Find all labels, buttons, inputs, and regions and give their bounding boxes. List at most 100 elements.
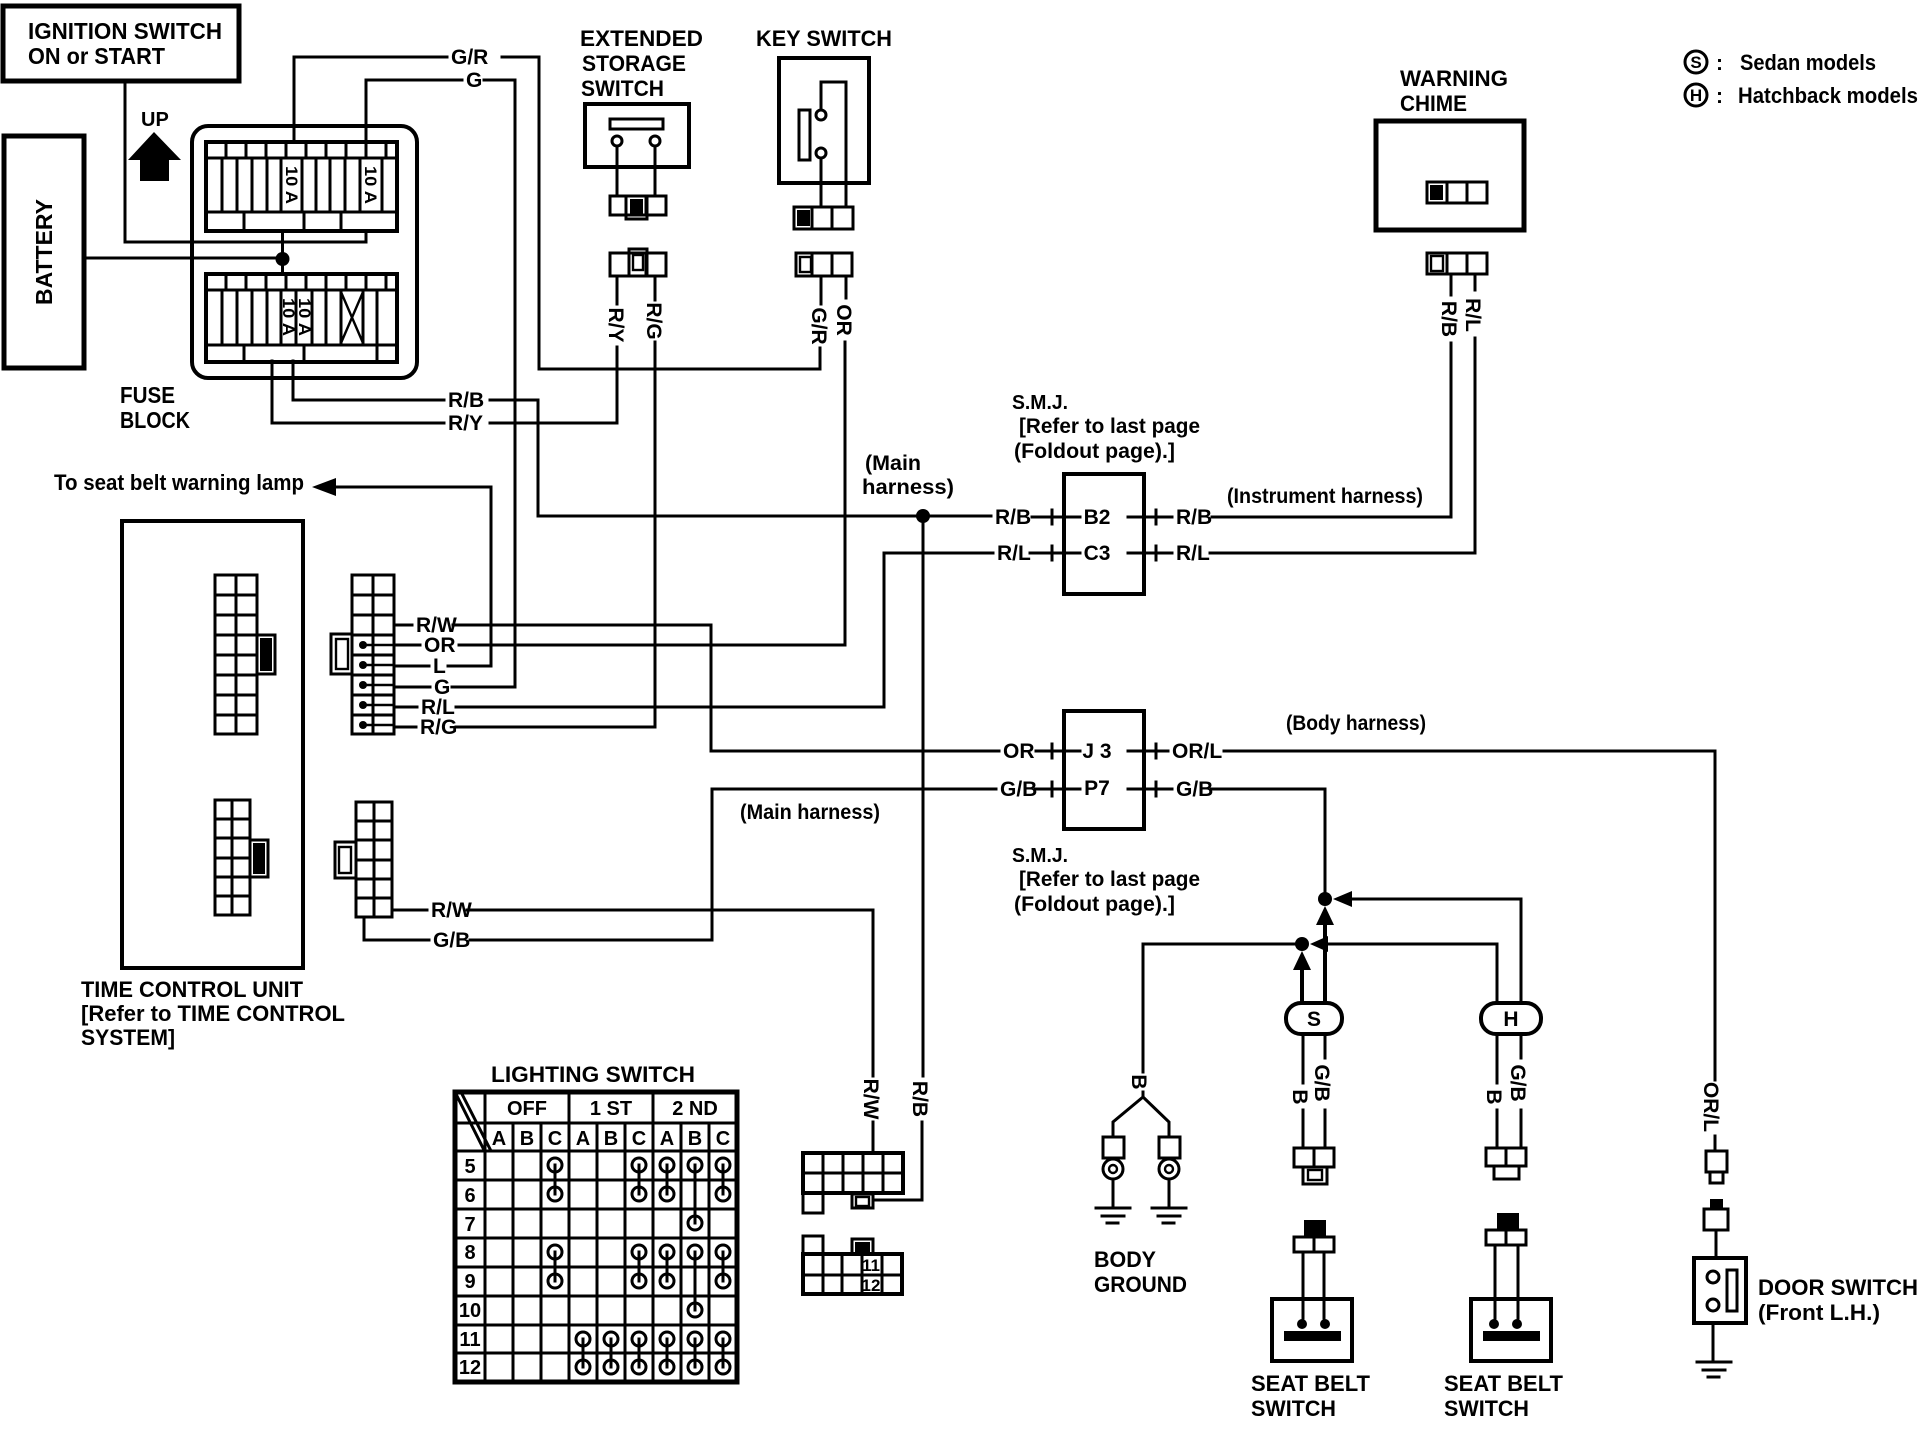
svg-text:1 ST: 1 ST xyxy=(590,1098,632,1120)
svg-text:R/W: R/W xyxy=(416,614,457,637)
svg-text:C: C xyxy=(716,1128,730,1150)
svg-text:BATTERY: BATTERY xyxy=(31,199,57,305)
svg-text:KEY SWITCH: KEY SWITCH xyxy=(756,26,892,51)
svg-text:[Refer to last page: [Refer to last page xyxy=(1019,415,1200,438)
svg-text:R/L: R/L xyxy=(1176,542,1210,565)
svg-text:B: B xyxy=(688,1128,702,1150)
svg-text:(Foldout page).]: (Foldout page).] xyxy=(1014,440,1175,463)
svg-text:STORAGE: STORAGE xyxy=(582,51,686,76)
svg-text:J 3: J 3 xyxy=(1082,740,1111,763)
svg-text:10: 10 xyxy=(459,1300,481,1322)
svg-text:R/Y: R/Y xyxy=(604,307,627,342)
svg-text:[Refer to TIME CONTROL: [Refer to TIME CONTROL xyxy=(81,1001,345,1026)
svg-text:R/B: R/B xyxy=(908,1081,931,1117)
svg-text:[Refer to last page: [Refer to last page xyxy=(1019,868,1200,891)
svg-text:G/B: G/B xyxy=(1506,1064,1529,1101)
svg-text:OR/L: OR/L xyxy=(1172,740,1222,763)
svg-text:H: H xyxy=(1690,86,1702,105)
svg-text:10 A: 10 A xyxy=(361,166,380,204)
svg-text:OR: OR xyxy=(424,634,456,657)
svg-text:G: G xyxy=(434,676,450,699)
svg-text:S.M.J.: S.M.J. xyxy=(1012,392,1068,414)
svg-text:GROUND: GROUND xyxy=(1094,1272,1187,1297)
svg-text::: : xyxy=(1716,85,1723,108)
svg-text:R/B: R/B xyxy=(1437,301,1460,337)
svg-text:5: 5 xyxy=(464,1156,475,1178)
svg-text:A: A xyxy=(660,1128,674,1150)
svg-text:SEAT BELT: SEAT BELT xyxy=(1444,1371,1564,1396)
svg-text:L: L xyxy=(433,655,446,678)
svg-text:R/L: R/L xyxy=(421,696,455,719)
svg-text:OR/L: OR/L xyxy=(1699,1082,1722,1132)
svg-text:G: G xyxy=(466,69,482,92)
svg-text:SEAT BELT: SEAT BELT xyxy=(1251,1371,1371,1396)
svg-text:C: C xyxy=(632,1128,646,1150)
svg-text:EXTENDED: EXTENDED xyxy=(580,26,703,51)
svg-text:(Main: (Main xyxy=(865,452,921,475)
svg-text:R/Y: R/Y xyxy=(448,412,483,435)
svg-text:6: 6 xyxy=(464,1185,475,1207)
svg-text:10 A: 10 A xyxy=(279,298,298,336)
svg-text:7: 7 xyxy=(464,1214,475,1236)
svg-text:BLOCK: BLOCK xyxy=(120,407,190,433)
svg-text:TIME CONTROL UNIT: TIME CONTROL UNIT xyxy=(81,977,304,1002)
svg-text:H: H xyxy=(1503,1008,1518,1031)
svg-text:R/L: R/L xyxy=(997,542,1031,565)
svg-text:R/L: R/L xyxy=(1461,298,1484,332)
svg-text:Hatchback models: Hatchback models xyxy=(1738,83,1918,108)
svg-text:11: 11 xyxy=(459,1329,480,1351)
svg-text:S: S xyxy=(1307,1008,1321,1031)
svg-text:R/B: R/B xyxy=(1176,506,1212,529)
svg-text:ON or START: ON or START xyxy=(28,43,165,69)
svg-text:OR: OR xyxy=(832,304,855,336)
svg-text:9: 9 xyxy=(464,1271,475,1293)
svg-text:UP: UP xyxy=(141,109,169,131)
svg-text:(Instrument harness): (Instrument harness) xyxy=(1227,485,1423,508)
svg-text:(Body harness): (Body harness) xyxy=(1286,712,1426,735)
svg-text:8: 8 xyxy=(464,1242,475,1264)
svg-text:R/W: R/W xyxy=(431,899,472,922)
svg-text:G/B: G/B xyxy=(433,929,470,952)
svg-text:Sedan models: Sedan models xyxy=(1740,50,1876,75)
svg-text:A: A xyxy=(576,1128,590,1150)
svg-text:SWITCH: SWITCH xyxy=(1444,1396,1529,1421)
svg-text:G/R: G/R xyxy=(451,46,488,69)
svg-text:P7: P7 xyxy=(1084,777,1110,800)
svg-text:SYSTEM]: SYSTEM] xyxy=(81,1025,175,1050)
svg-text:B: B xyxy=(604,1128,618,1150)
svg-text:G/B: G/B xyxy=(1000,778,1037,801)
svg-text:11: 11 xyxy=(862,1256,880,1275)
svg-text:S.M.J.: S.M.J. xyxy=(1012,845,1068,867)
svg-text:(Front L.H.): (Front L.H.) xyxy=(1758,1300,1880,1325)
svg-text:B: B xyxy=(1127,1074,1150,1089)
svg-text:12: 12 xyxy=(862,1276,881,1295)
svg-text:DOOR SWITCH: DOOR SWITCH xyxy=(1758,1275,1918,1300)
svg-text:B: B xyxy=(520,1128,534,1150)
svg-text:SWITCH: SWITCH xyxy=(1251,1396,1336,1421)
svg-text:harness): harness) xyxy=(862,476,954,499)
svg-text:IGNITION SWITCH: IGNITION SWITCH xyxy=(28,18,222,44)
svg-text:B: B xyxy=(1482,1089,1505,1104)
svg-text:OFF: OFF xyxy=(507,1098,547,1120)
svg-text:S: S xyxy=(1690,53,1701,72)
svg-text:B2: B2 xyxy=(1084,506,1111,529)
svg-text:R/G: R/G xyxy=(642,302,665,339)
svg-text:R/W: R/W xyxy=(859,1079,882,1120)
svg-text:C3: C3 xyxy=(1084,542,1111,565)
svg-text:A: A xyxy=(492,1128,506,1150)
svg-text:G/R: G/R xyxy=(807,307,830,344)
svg-text:FUSE: FUSE xyxy=(120,382,175,408)
svg-text:(Main harness): (Main harness) xyxy=(740,801,880,824)
svg-text:CHIME: CHIME xyxy=(1400,91,1467,116)
svg-text:G/B: G/B xyxy=(1310,1064,1333,1101)
svg-text:R/B: R/B xyxy=(448,389,484,412)
svg-text:C: C xyxy=(548,1128,562,1150)
svg-text:B: B xyxy=(1288,1089,1311,1104)
svg-text:(Foldout page).]: (Foldout page).] xyxy=(1014,893,1175,916)
svg-text:10 A: 10 A xyxy=(282,166,301,204)
svg-text:BODY: BODY xyxy=(1094,1247,1156,1272)
svg-text:12: 12 xyxy=(459,1357,481,1379)
svg-text:G/B: G/B xyxy=(1176,778,1213,801)
svg-text:OR: OR xyxy=(1003,740,1035,763)
svg-text:LIGHTING SWITCH: LIGHTING SWITCH xyxy=(491,1062,695,1087)
